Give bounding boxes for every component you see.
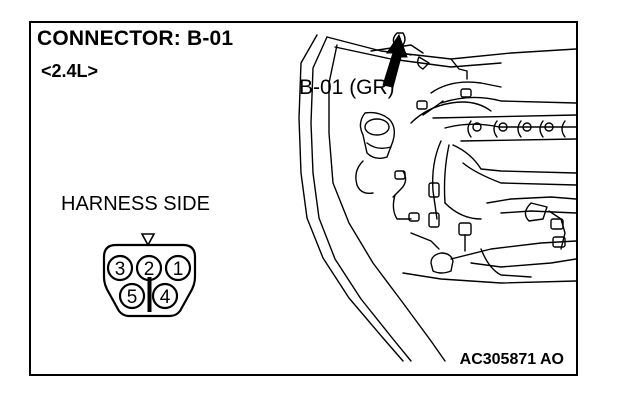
pin-label-4: 4 <box>160 287 171 308</box>
pin-3-cavity <box>106 254 134 282</box>
harness-side-label: HARNESS SIDE <box>61 193 210 215</box>
pin-label-3: 3 <box>115 259 126 280</box>
pin-5-cavity <box>118 282 146 310</box>
connector-face <box>102 233 197 318</box>
connector-title: CONNECTOR: B-01 <box>37 27 234 50</box>
polarity-key-icon <box>140 233 156 247</box>
pin-1-cavity <box>164 254 192 282</box>
pin-4-cavity <box>151 282 179 310</box>
center-rib <box>147 277 152 312</box>
pin-label-5: 5 <box>127 287 138 308</box>
connector-callout-label: B-01 (GR) <box>299 76 395 99</box>
pointer-arrow-icon <box>382 33 408 88</box>
connector-housing <box>102 243 197 318</box>
pin-label-2: 2 <box>144 259 155 280</box>
engine-variant-label: <2.4L> <box>41 61 99 81</box>
engine-bay-illustration <box>298 32 576 362</box>
figure-code: AC305871 AO <box>459 351 564 368</box>
pin-2-cavity <box>135 254 163 282</box>
pin-label-1: 1 <box>173 259 184 280</box>
diagram-artwork: 3 2 1 5 4 <box>102 32 576 362</box>
diagram-frame: CONNECTOR: B-01 <2.4L> HARNESS SIDE B-01… <box>29 21 578 376</box>
